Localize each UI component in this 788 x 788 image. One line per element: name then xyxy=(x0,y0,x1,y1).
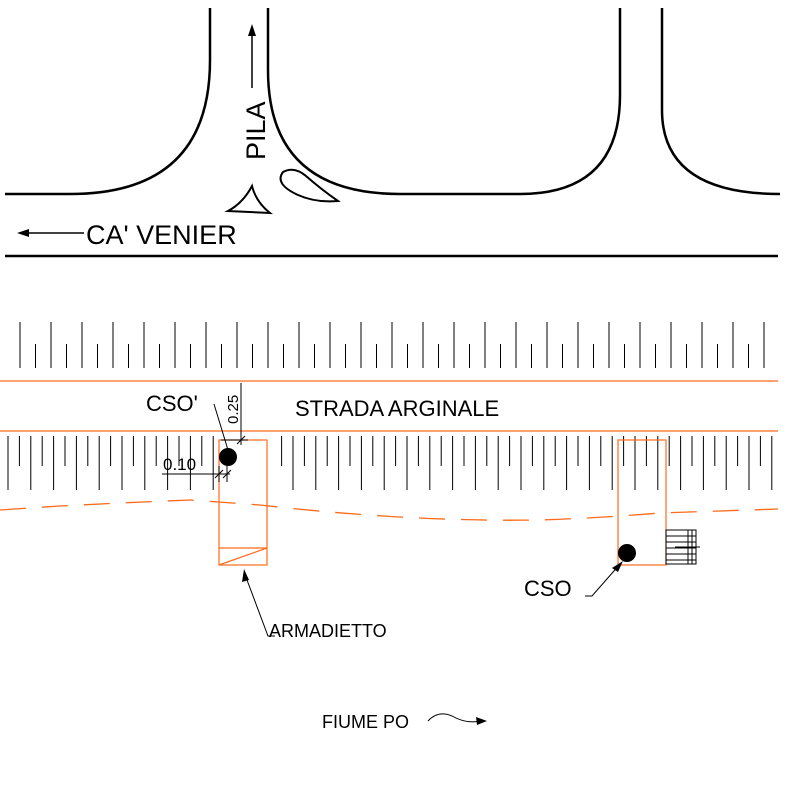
armadietto-cabinet xyxy=(218,439,268,566)
embankment-hatching-lower xyxy=(7,436,773,490)
dimension-010-label: 0.10 xyxy=(163,455,196,474)
dimension-010 xyxy=(162,466,232,482)
cso-leader xyxy=(585,561,623,597)
cso-point xyxy=(618,544,636,562)
strada-arginale-label: STRADA ARGINALE xyxy=(295,396,499,421)
cso-steps xyxy=(665,529,700,565)
dimension-025 xyxy=(221,383,248,445)
cso-label: CSO xyxy=(524,576,572,601)
river-flow-arrow xyxy=(427,713,487,725)
road-junction xyxy=(5,8,781,258)
armadietto-leader xyxy=(242,569,275,637)
road-curb-middle-curve xyxy=(266,8,622,196)
embankment-hatching-upper xyxy=(19,322,765,368)
traffic-island-teardrop xyxy=(279,168,341,203)
pila-direction-arrow xyxy=(248,24,256,88)
pila-label: PILA xyxy=(241,101,271,160)
road-curb-right-curve xyxy=(660,8,781,196)
cso-prime-label: CSO' xyxy=(146,391,198,416)
armadietto-label: ARMADIETTO xyxy=(269,621,387,641)
ca-venier-direction-arrow xyxy=(17,229,84,237)
cso-prime-leader xyxy=(213,403,229,451)
ca-venier-label: CA' VENIER xyxy=(86,220,237,250)
riverbank-dashed-line xyxy=(0,499,779,521)
cso-structure xyxy=(617,439,667,566)
fiume-po-label: FIUME PO xyxy=(322,712,409,732)
cso-prime-point xyxy=(219,448,237,466)
dimension-025-label: 0.25 xyxy=(225,395,242,424)
road-curb-left-curve xyxy=(5,8,212,196)
traffic-island-triangle xyxy=(224,183,274,215)
